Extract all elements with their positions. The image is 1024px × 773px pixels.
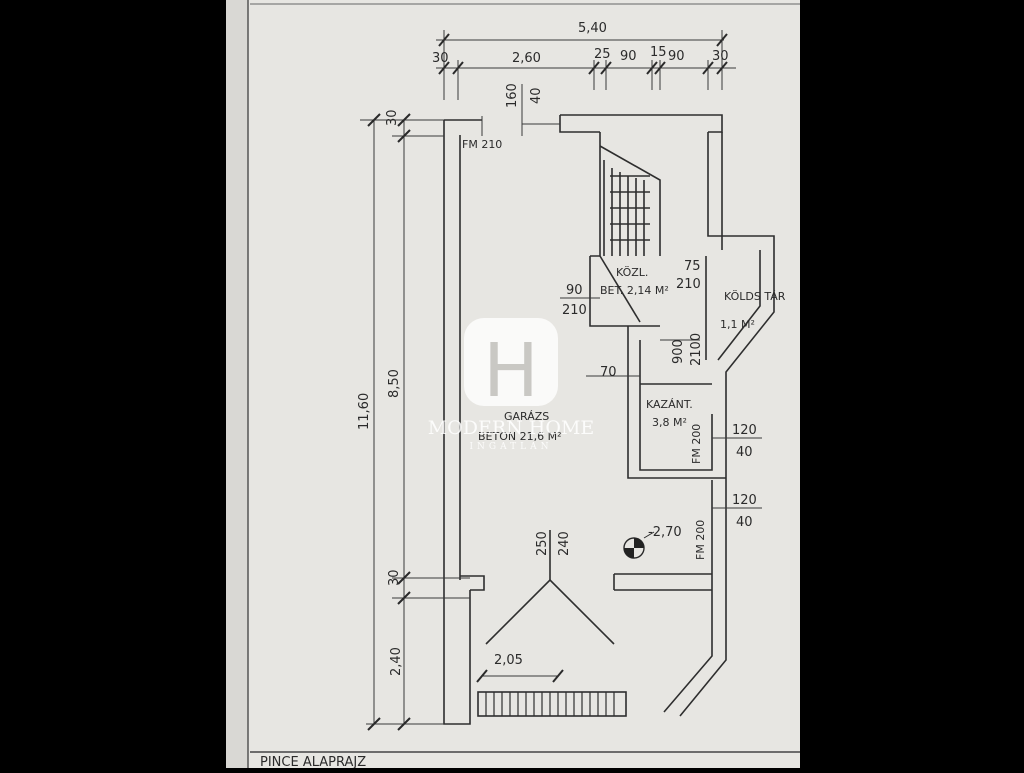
dim-75: 75: [684, 259, 701, 274]
room-garage: GARÁZS: [504, 410, 549, 423]
dim-15: 15: [650, 45, 667, 60]
watermark: H MODERN HOME INGATLAN: [428, 318, 595, 452]
dim-90a: 90: [620, 49, 637, 64]
dim-900: 900: [671, 339, 686, 364]
label-fm210: FM 210: [462, 138, 502, 151]
walls: [443, 114, 775, 725]
dim-height-240: 2,40: [389, 647, 404, 676]
dim-25: 25: [594, 47, 611, 62]
room-tarolo-area: 1,1 M²: [720, 318, 755, 331]
footer-title: PINCE ALAPRAJZ: [260, 755, 366, 768]
dim-total-width: 5,40: [578, 21, 607, 36]
dim-70: 70: [600, 365, 617, 380]
dim-door-250: 250: [535, 531, 550, 556]
room-kozl-area: BET. 2,14 M²: [600, 284, 669, 297]
dim-door-40: 40: [529, 87, 544, 104]
watermark-logo-icon: [464, 318, 558, 406]
watermark-brand: MODERN HOME: [428, 417, 595, 439]
room-kazan-area: 3,8 M²: [652, 416, 687, 429]
dim-30-mid: 30: [387, 569, 402, 586]
dim-210: 210: [562, 303, 587, 318]
dimension-ticks: [367, 33, 728, 731]
paper-fold: [226, 0, 248, 768]
dim-elevation: -2,70: [648, 525, 682, 540]
dim-bottom-205: 2,05: [494, 653, 523, 668]
dim-30-left: 30: [432, 51, 449, 66]
label-fm200a: FM 200: [690, 424, 703, 464]
dim-260: 2,60: [512, 51, 541, 66]
label-fm200b: FM 200: [694, 520, 707, 560]
dim-210b: 210: [676, 277, 701, 292]
dim-door-240: 240: [557, 531, 572, 556]
dim-door-160: 160: [505, 83, 520, 108]
room-kozl: KÖZL.: [616, 266, 648, 279]
watermark-logo-letter: H: [483, 328, 539, 414]
room-garage-area: BETON 21,6 M²: [478, 430, 562, 443]
right-black-bar: [800, 0, 1024, 768]
dimension-lines: [360, 30, 762, 725]
room-tarolo: KÖLDS TÁR: [724, 290, 786, 303]
dim-height-total: 11,60: [357, 393, 372, 430]
dim-30-right: 30: [712, 49, 729, 64]
dim-win-120b: 120: [732, 493, 757, 508]
watermark-subtitle: INGATLAN: [470, 442, 553, 452]
dim-30-top: 30: [385, 109, 400, 126]
dim-2100: 2100: [689, 333, 704, 366]
dim-90b: 90: [668, 49, 685, 64]
room-kazan: KAZÁNT.: [646, 398, 693, 411]
dim-height-850: 8,50: [387, 369, 402, 398]
dim-win-120a: 120: [732, 423, 757, 438]
dim-win-40b: 40: [736, 515, 753, 530]
dim-win-40a: 40: [736, 445, 753, 460]
dim-90: 90: [566, 283, 583, 298]
grate-bars: [485, 692, 615, 716]
left-black-bar: [0, 0, 226, 768]
